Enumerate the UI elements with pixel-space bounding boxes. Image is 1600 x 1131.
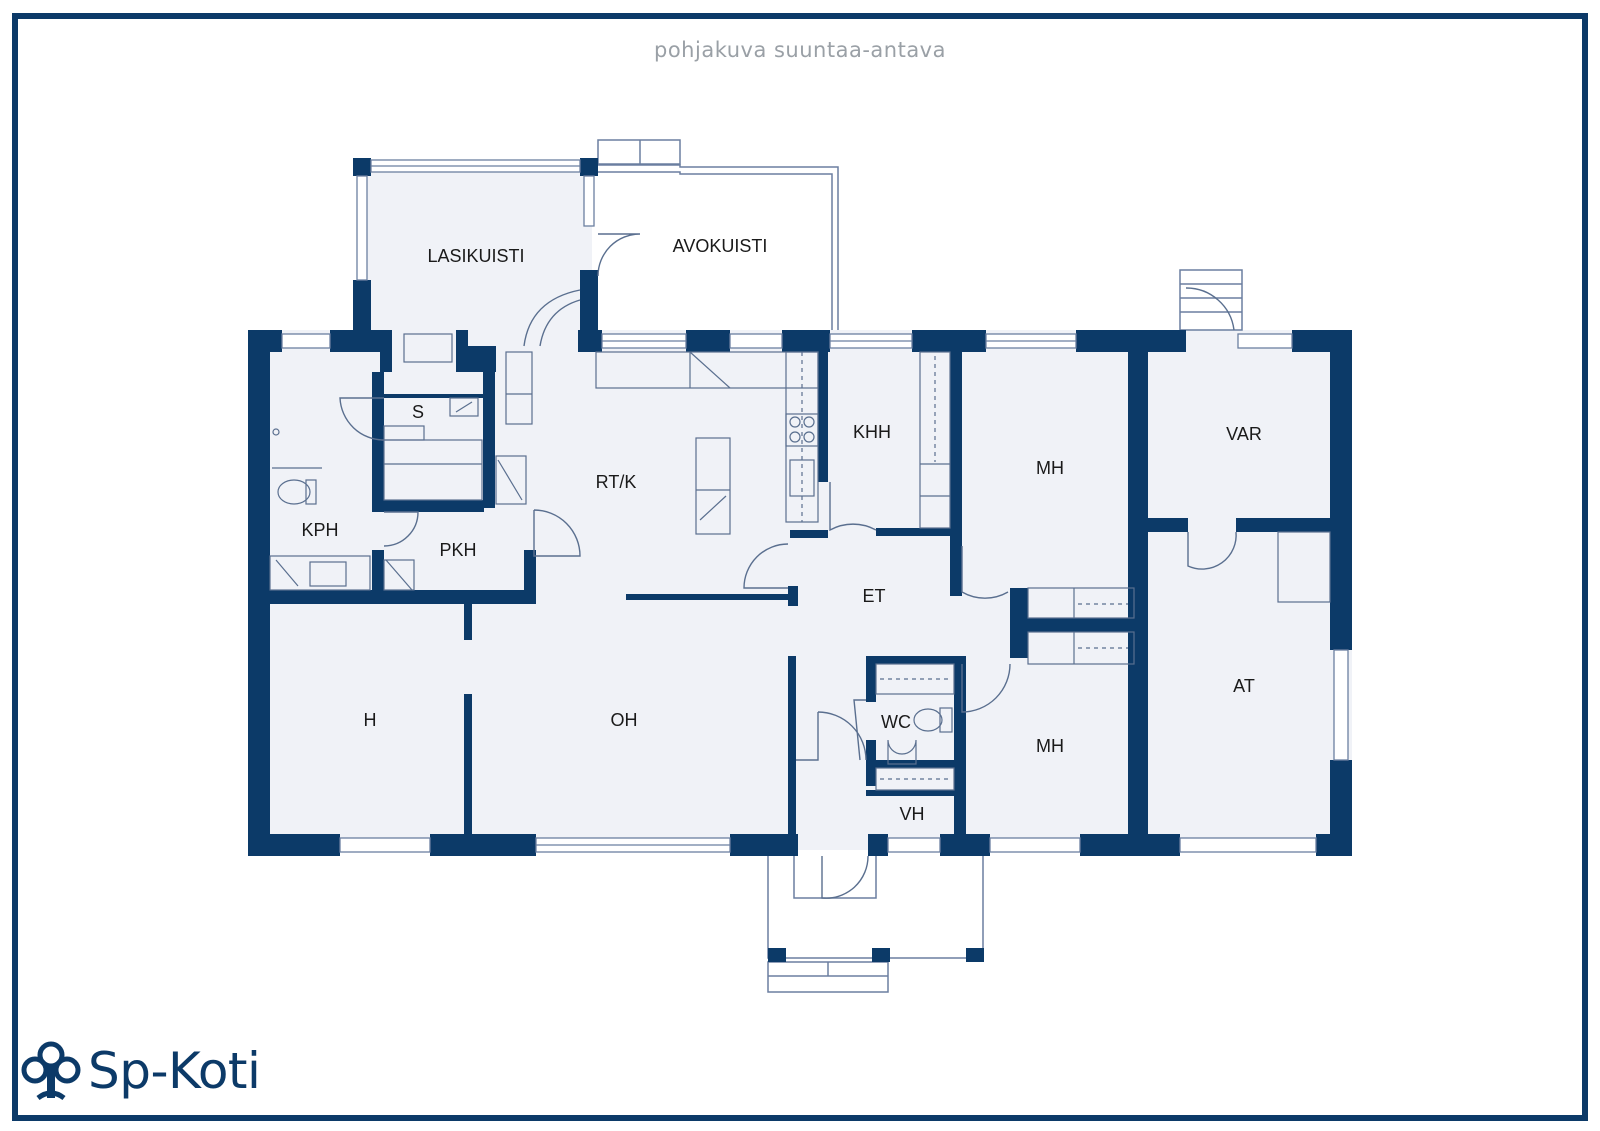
label-oh: OH	[611, 710, 638, 730]
label-avokuisti: AVOKUISTI	[673, 236, 768, 256]
label-wc: WC	[881, 712, 911, 732]
fixtures	[269, 333, 1331, 791]
label-at: AT	[1233, 676, 1255, 696]
walls	[248, 158, 1352, 856]
label-vh: VH	[899, 804, 924, 824]
page-frame	[12, 13, 1588, 1121]
brand-logo: Sp-Koti	[20, 1036, 261, 1106]
label-mh2: MH	[1036, 736, 1064, 756]
avokuisti-outline	[597, 139, 839, 330]
brand-name: Sp-Koti	[88, 1042, 261, 1100]
var-steps	[1179, 269, 1243, 331]
disclaimer-caption: pohjakuva suuntaa-antava	[654, 38, 946, 62]
label-var: VAR	[1226, 424, 1262, 444]
label-s: S	[412, 402, 424, 422]
label-et: ET	[862, 586, 885, 606]
oak-tree-logo-icon	[21, 1041, 81, 1101]
label-lasikuisti: LASIKUISTI	[427, 246, 524, 266]
room-labels: LASIKUISTI AVOKUISTI S KPH PKH RT/K KHH …	[301, 236, 1261, 824]
label-khh: KHH	[853, 422, 891, 442]
label-rtk: RT/K	[596, 472, 637, 492]
label-pkh: PKH	[439, 540, 476, 560]
doors	[339, 233, 1237, 899]
entrance-porch	[767, 850, 984, 993]
label-mh1: MH	[1036, 458, 1064, 478]
windows	[281, 159, 1349, 853]
label-h: H	[364, 710, 377, 730]
label-kph: KPH	[301, 520, 338, 540]
